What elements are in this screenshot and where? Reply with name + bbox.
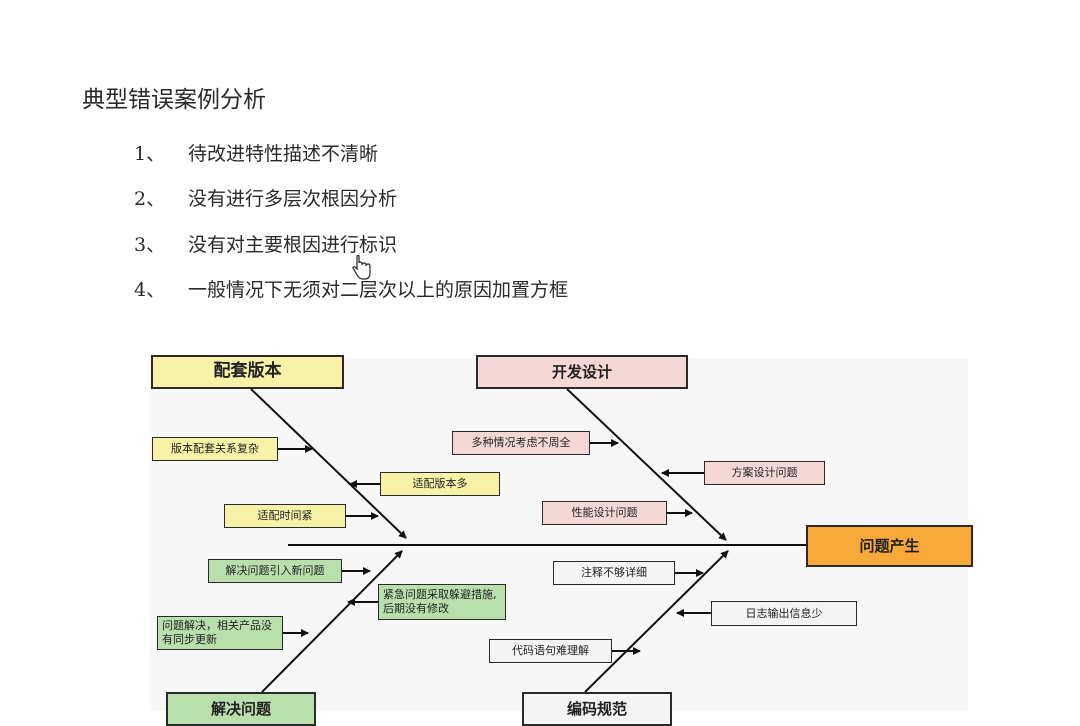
cause-box: 适配时间紧 xyxy=(224,504,346,528)
list-item: 3、没有对主要根因进行标识 xyxy=(134,230,397,257)
cause-box: 注释不够详细 xyxy=(553,561,675,585)
category-coding-box: 编码规范 xyxy=(522,692,672,726)
list-item-number: 1、 xyxy=(134,143,166,165)
list-item-number: 3、 xyxy=(134,234,166,256)
list-item: 1、待改进特性描述不清晰 xyxy=(134,139,378,166)
cause-box: 适配版本多 xyxy=(380,472,500,496)
cause-box: 性能设计问题 xyxy=(542,501,667,525)
page-title: 典型错误案例分析 xyxy=(82,87,266,113)
list-item-number: 2、 xyxy=(134,188,166,210)
hand-cursor-icon xyxy=(352,255,371,280)
cause-box: 日志输出信息少 xyxy=(711,601,857,626)
bone-design xyxy=(566,388,727,541)
bone-coding xyxy=(584,550,729,693)
problem-box: 问题产生 xyxy=(806,525,973,567)
cause-box: 紧急问题采取躲避措施,后期没有修改 xyxy=(378,584,506,620)
list-item-text: 没有对主要根因进行标识 xyxy=(188,234,398,256)
bone-version xyxy=(250,388,407,539)
category-solve-box: 解决问题 xyxy=(166,692,316,726)
list-item-number: 4、 xyxy=(134,279,166,301)
cause-box: 问题解决，相关产品没有同步更新 xyxy=(157,616,283,650)
cause-box: 多种情况考虑不周全 xyxy=(452,431,590,455)
cause-box: 方案设计问题 xyxy=(704,461,825,485)
cause-box: 代码语句难理解 xyxy=(489,639,612,663)
list-item-text: 待改进特性描述不清晰 xyxy=(188,143,379,165)
category-version-box: 配套版本 xyxy=(151,355,344,389)
list-item-text: 一般情况下无须对二层次以上的原因加置方框 xyxy=(188,279,569,301)
fishbone-lines xyxy=(250,388,806,693)
category-design-box: 开发设计 xyxy=(476,355,688,389)
bone-solve xyxy=(261,550,403,693)
list-item: 2、没有进行多层次根因分析 xyxy=(134,184,397,211)
cause-box: 版本配套关系复杂 xyxy=(152,437,278,461)
cause-box: 解决问题引入新问题 xyxy=(208,559,342,583)
list-item-text: 没有进行多层次根因分析 xyxy=(188,188,398,210)
list-item: 4、一般情况下无须对二层次以上的原因加置方框 xyxy=(134,275,568,302)
